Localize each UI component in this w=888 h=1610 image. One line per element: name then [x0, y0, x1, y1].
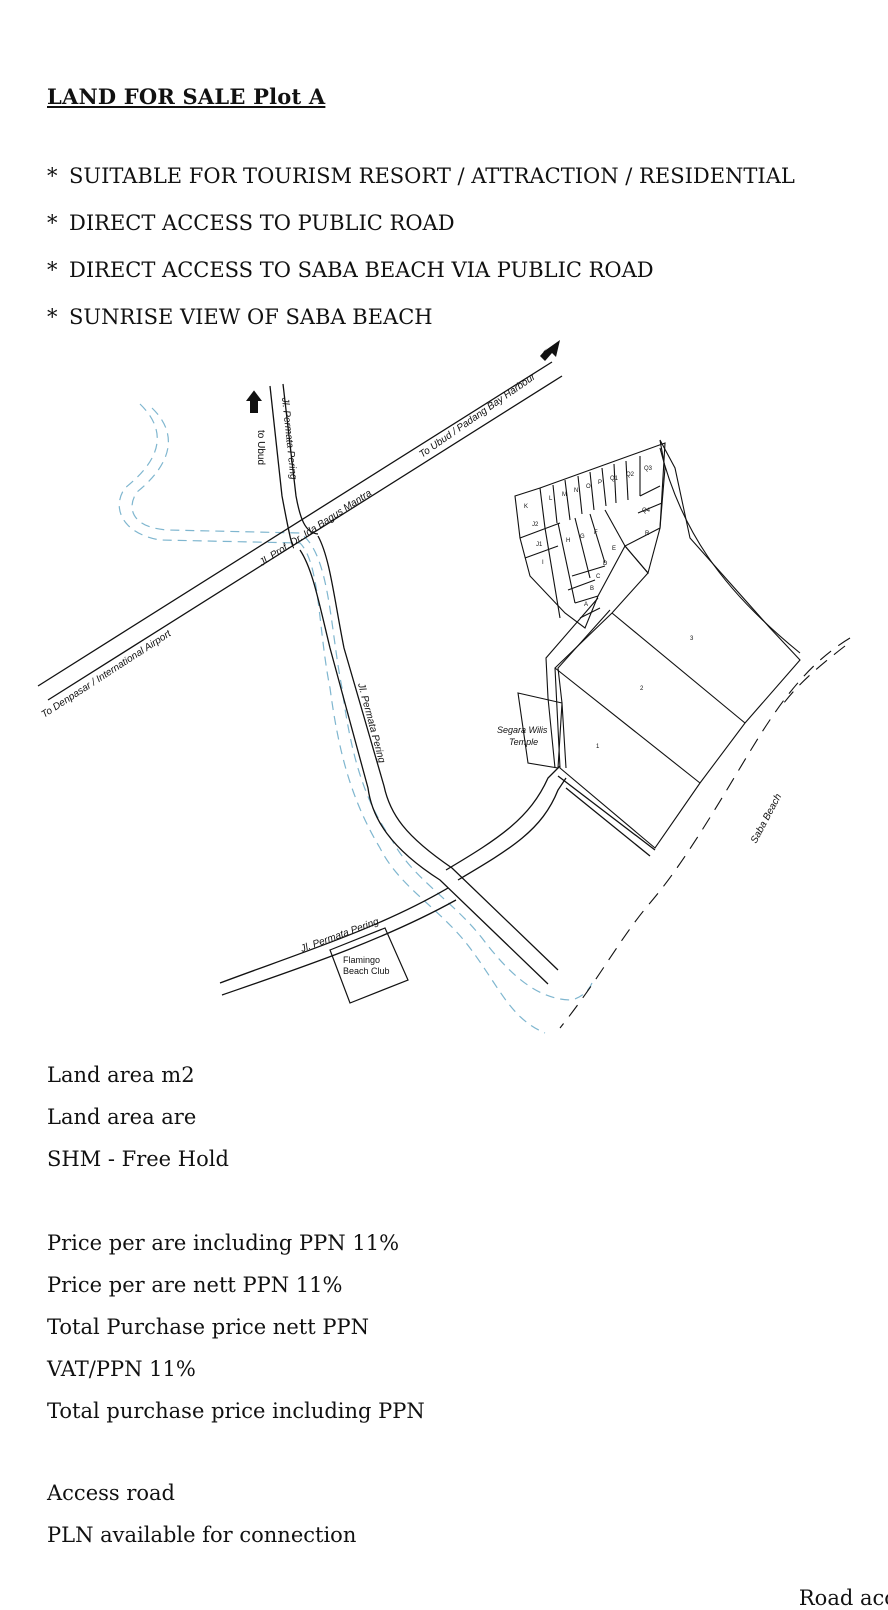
plot-label: Q2 [626, 472, 635, 478]
feature-item: * SUITABLE FOR TOURISM RESORT / ATTRACTIO… [47, 160, 795, 207]
plot-label: N [574, 488, 578, 494]
plot-label: D [603, 561, 608, 567]
plot-label: Q3 [644, 466, 653, 472]
arrow-north-icon [246, 390, 262, 413]
road-north [269, 383, 319, 549]
plot-label: F [594, 530, 598, 536]
location-map: Flamingo Beach Club Segara Wilis Temple [37, 340, 851, 1034]
feature-list: * SUITABLE FOR TOURISM RESORT / ATTRACTIO… [47, 160, 795, 348]
feature-item: * DIRECT ACCESS TO PUBLIC ROAD [47, 207, 795, 254]
detail-line: Total Purchase price nett PPN [47, 1315, 369, 1339]
price-details: Price per are including PPN 11% Price pe… [47, 1228, 425, 1438]
detail-line: Access road [47, 1481, 175, 1505]
plot-label: 3 [690, 636, 694, 642]
segara-wilis-temple: Segara Wilis Temple [497, 692, 563, 769]
detail-line: PLN available for connection [47, 1523, 357, 1547]
river [118, 403, 593, 1034]
plot-label: G [580, 534, 585, 540]
flamingo-label-1: Flamingo [343, 955, 380, 965]
feature-item: * DIRECT ACCESS TO SABA BEACH VIA PUBLIC … [47, 254, 795, 301]
road-east [445, 765, 656, 881]
label-to-ubud-padang-bay: To Ubud / Padang Bay Harbour [417, 371, 538, 460]
detail-line: Land area are [47, 1105, 197, 1129]
plot-label: Q4 [642, 508, 651, 514]
plot-label: J1 [536, 542, 543, 548]
main-road [37, 361, 563, 701]
plot-labels: K L M N O P Q1 Q2 Q3 Q4 R J2 J1 I H G F … [524, 466, 694, 750]
detail-line: Price per are including PPN 11% [47, 1231, 400, 1255]
cut-off-text: Road acc [798, 1586, 888, 1610]
road-west [219, 887, 457, 996]
plot-label: E [612, 546, 616, 552]
label-jl-prof-ida-bagus-mantra: Jl. Prof. Dr. Ida Bagus Mantra [257, 488, 374, 570]
feature-text: DIRECT ACCESS TO SABA BEACH VIA PUBLIC R… [69, 258, 654, 282]
plot-label: O [586, 484, 591, 490]
shoreline [659, 447, 801, 654]
feature-text: SUNRISE VIEW OF SABA BEACH [69, 305, 433, 329]
bullet-star: * [47, 211, 58, 235]
feature-text: SUITABLE FOR TOURISM RESORT / ATTRACTION… [69, 164, 795, 188]
detail-line: Land area m2 [47, 1063, 195, 1087]
land-details: Land area m2 Land area are SHM - Free Ho… [47, 1060, 229, 1186]
land-parcels [514, 439, 801, 849]
label-to-denpasar: To Denpasar / International Airport [40, 628, 175, 721]
plot-label: L [549, 496, 553, 502]
coastline [559, 637, 851, 1029]
plot-label: I [542, 560, 544, 566]
detail-line: Price per are nett PPN 11% [47, 1273, 343, 1297]
label-saba-beach: Saba Beach [749, 792, 784, 846]
flamingo-beach-club: Flamingo Beach Club [329, 927, 409, 1004]
document-title: LAND FOR SALE Plot A [47, 84, 326, 109]
detail-line: VAT/PPN 11% [47, 1357, 196, 1381]
plot-label: P [598, 480, 602, 486]
plot-label: A [584, 602, 588, 608]
utility-details: Access road PLN available for connection [47, 1478, 356, 1562]
plot-label: K [524, 504, 528, 510]
plot-label: 2 [640, 686, 644, 692]
flamingo-label-2: Beach Club [343, 966, 390, 976]
bullet-star: * [47, 305, 58, 329]
road-south [299, 535, 559, 985]
feature-item: * SUNRISE VIEW OF SABA BEACH [47, 301, 795, 348]
plot-label: 1 [596, 744, 600, 750]
plot-label: B [590, 586, 594, 592]
detail-line: SHM - Free Hold [47, 1147, 229, 1171]
label-jl-permata-pering-south: Jl. Permata Pering [355, 681, 387, 765]
arrow-northeast-icon [540, 340, 560, 361]
bullet-star: * [47, 164, 58, 188]
label-to-ubud: to Ubud [255, 430, 266, 465]
plot-label: J2 [532, 522, 539, 528]
plot-label: C [596, 574, 601, 580]
label-jl-permata-pering-north: Jl. Permata Pering [279, 396, 299, 480]
plot-label: M [562, 492, 567, 498]
temple-label-2: Temple [509, 737, 538, 747]
plot-label: R [645, 531, 650, 537]
plot-label: Q1 [610, 476, 619, 482]
plot-label: H [566, 538, 570, 544]
detail-line: Total purchase price including PPN [47, 1399, 425, 1423]
temple-label-1: Segara Wilis [497, 725, 548, 735]
label-jl-permata-pering-west: Jl. Permata Pering [298, 916, 380, 955]
feature-text: DIRECT ACCESS TO PUBLIC ROAD [69, 211, 455, 235]
bullet-star: * [47, 258, 58, 282]
